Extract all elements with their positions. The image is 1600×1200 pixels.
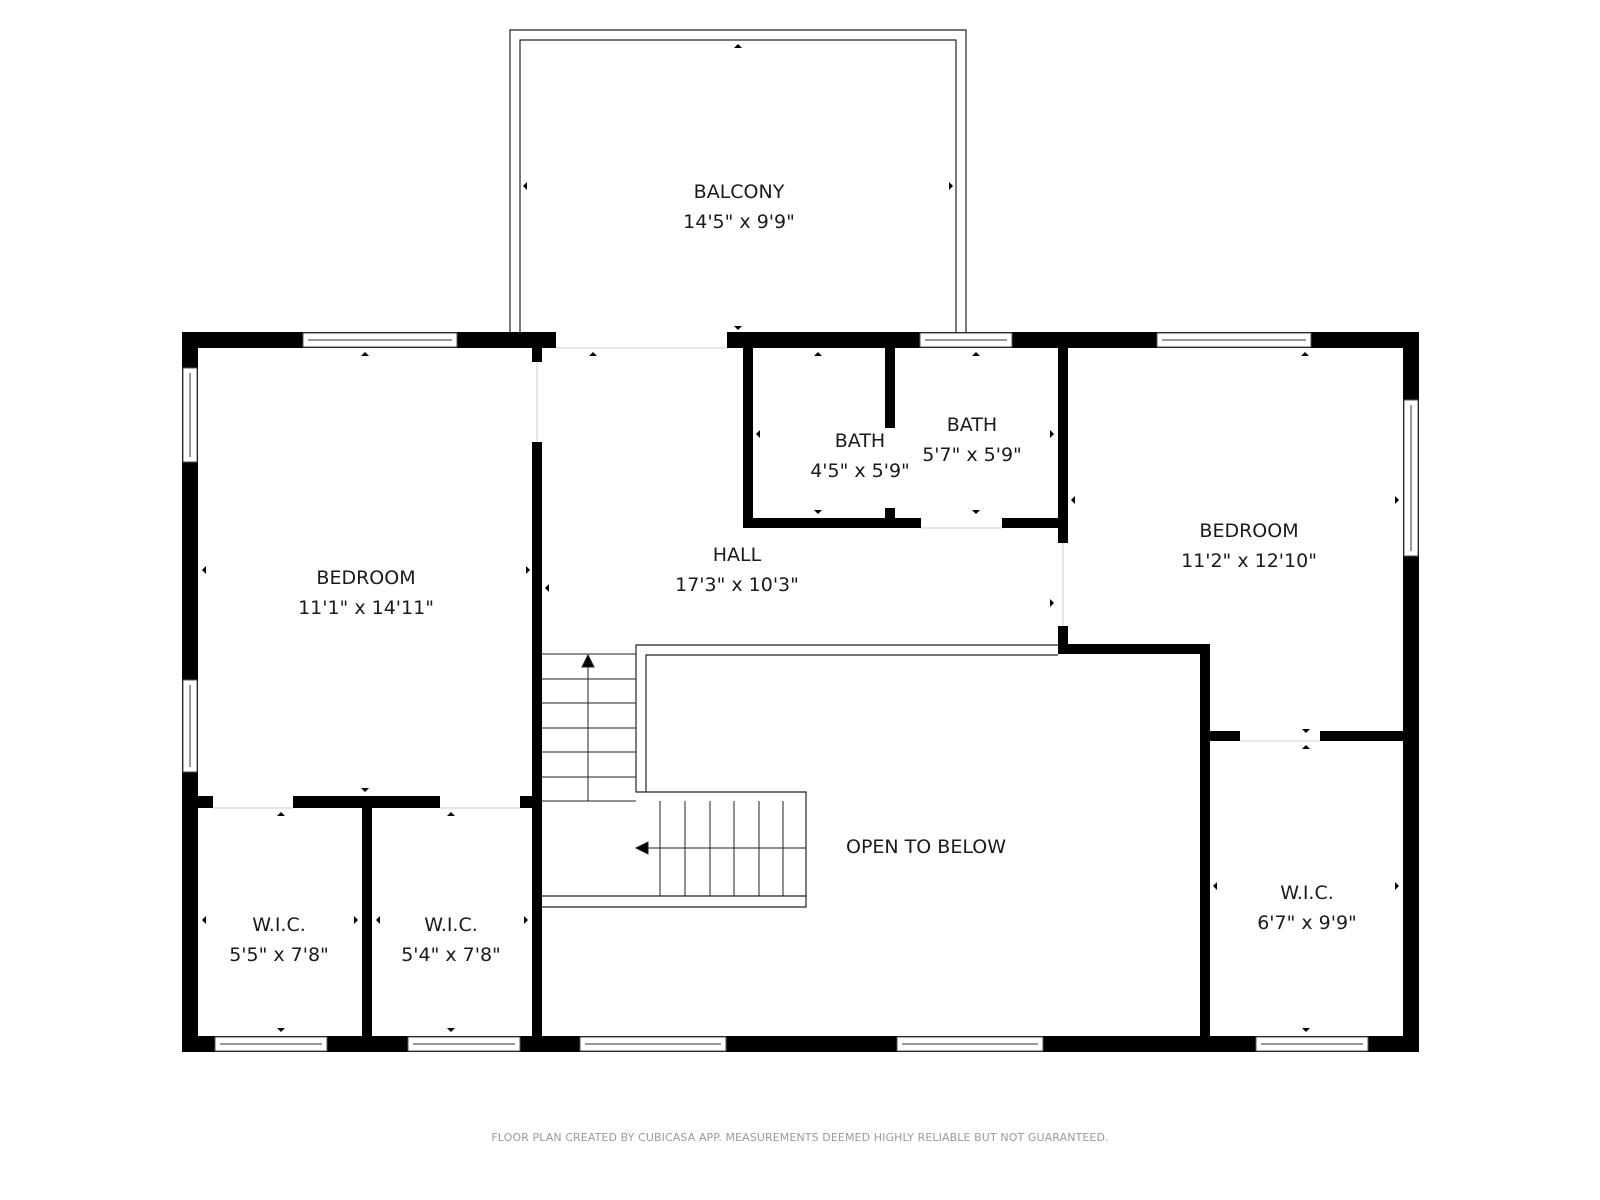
room-dims: 17'3" x 10'3"	[675, 574, 799, 596]
room-dims: 5'4" x 7'8"	[401, 944, 501, 966]
door-openings	[213, 347, 1320, 809]
room-dims: 11'2" x 12'10"	[1181, 550, 1317, 572]
room-dims: 5'7" x 5'9"	[922, 444, 1022, 466]
room-name: BALCONY	[694, 181, 785, 203]
room-name: W.I.C.	[424, 914, 478, 936]
room-name: W.I.C.	[252, 914, 306, 936]
room-bedroom-right: BEDROOM 11'2" x 12'10"	[1181, 520, 1317, 572]
room-wic-middle: W.I.C. 5'4" x 7'8"	[401, 914, 501, 966]
stair-up-arrow-icon	[581, 653, 595, 668]
room-name: BATH	[835, 430, 885, 452]
room-name: OPEN TO BELOW	[846, 836, 1006, 858]
interior-walls	[198, 348, 1403, 1036]
room-dims: 14'5" x 9'9"	[683, 211, 795, 233]
balcony-outline	[509, 29, 967, 335]
room-open-to-below: OPEN TO BELOW	[846, 836, 1006, 858]
room-balcony: BALCONY 14'5" x 9'9"	[683, 181, 795, 233]
room-wic-right: W.I.C. 6'7" x 9'9"	[1257, 882, 1357, 934]
stair-left-arrow-icon	[634, 841, 649, 855]
windows	[182, 332, 1419, 1052]
room-wic-left: W.I.C. 5'5" x 7'8"	[229, 914, 329, 966]
room-name: BEDROOM	[316, 567, 415, 589]
room-bedroom-left: BEDROOM 11'1" x 14'11"	[298, 567, 434, 619]
staircase	[542, 653, 806, 896]
room-name: BATH	[947, 414, 997, 436]
room-name: HALL	[713, 544, 762, 566]
room-bath-small: BATH 4'5" x 5'9"	[810, 430, 910, 482]
room-dims: 6'7" x 9'9"	[1257, 912, 1357, 934]
room-name: W.I.C.	[1280, 882, 1334, 904]
room-bath-large: BATH 5'7" x 5'9"	[922, 414, 1022, 466]
room-dims: 4'5" x 5'9"	[810, 460, 910, 482]
room-hall: HALL 17'3" x 10'3"	[675, 544, 799, 596]
dimension-markers	[202, 44, 1399, 1032]
footer-disclaimer: FLOOR PLAN CREATED BY CUBICASA APP. MEAS…	[491, 1131, 1109, 1144]
room-dims: 11'1" x 14'11"	[298, 597, 434, 619]
room-name: BEDROOM	[1199, 520, 1298, 542]
railing	[542, 644, 1058, 908]
room-dims: 5'5" x 7'8"	[229, 944, 329, 966]
